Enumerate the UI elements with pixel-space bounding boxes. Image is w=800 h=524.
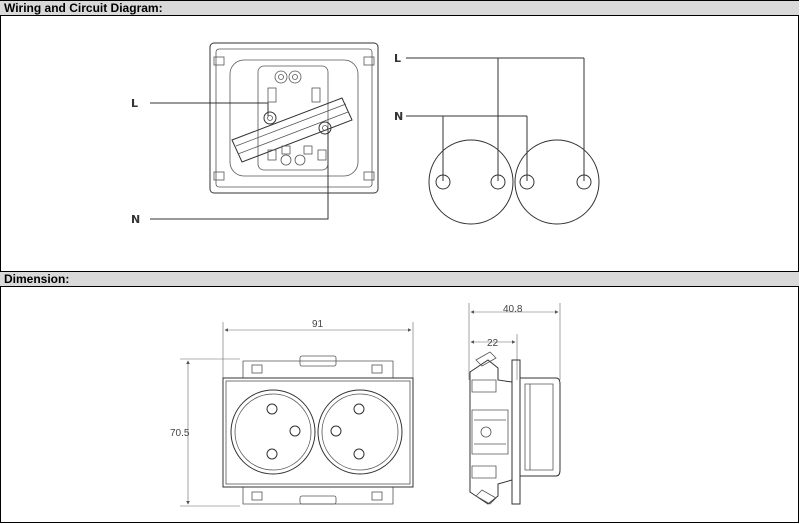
wire-l-left [150,102,269,116]
label-n-left: N [131,213,140,226]
label-l-right: L [394,52,401,65]
section-title-dimension: Dimension: [4,272,70,286]
wire-n-left [150,130,329,220]
label-l-left: L [131,97,138,110]
dim-depth-part-label: 22 [487,338,499,349]
dim-height-label: 70.5 [170,428,190,439]
section-header-wiring: Wiring and Circuit Diagram: [0,0,799,16]
label-n-right: N [394,110,403,123]
side-view: 40.8 22 [468,303,561,505]
socket-back-view [209,42,379,194]
circuit-schematic: L N [394,52,600,225]
dim-depth-total-label: 40.8 [503,304,523,315]
dim-width-label: 91 [312,319,324,330]
front-view: 91 70.5 [170,319,414,507]
section-header-dimension: Dimension: [0,271,799,287]
section-title-wiring: Wiring and Circuit Diagram: [4,1,163,15]
